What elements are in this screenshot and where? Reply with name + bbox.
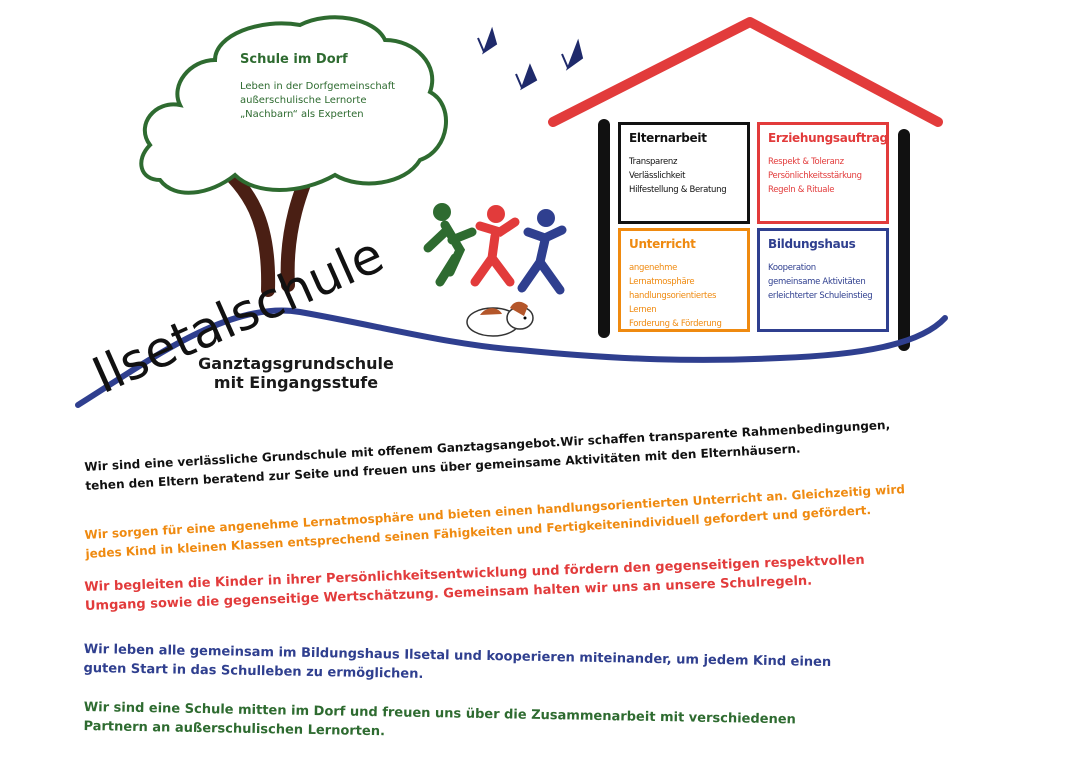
box-title: Bildungshaus xyxy=(768,237,856,251)
dog-illustration xyxy=(466,301,534,337)
school-subtitle: Ganztagsgrundschule mit Eingangsstufe xyxy=(176,354,416,392)
blue-wave xyxy=(75,307,948,408)
children-figures xyxy=(423,203,567,295)
box-title: Unterricht xyxy=(629,237,696,251)
tree-line: Leben in der Dorfgemeinschaft xyxy=(240,81,396,92)
box-line: erleichterter Schuleinstieg xyxy=(768,291,873,301)
tree-line: „Nachbarn“ als Experten xyxy=(240,109,364,120)
school-subtitle-line1: Ganztagsgrundschule xyxy=(198,354,394,373)
box-line: Regeln & Rituale xyxy=(768,185,835,195)
bird-icon xyxy=(561,38,584,71)
tree-text: Leben in der Dorfgemeinschaft außerschul… xyxy=(240,80,395,122)
box-line: Respekt & Toleranz xyxy=(768,157,844,167)
box-line: Kooperation xyxy=(768,263,816,273)
box-line: handlungsorientiertes Lernen xyxy=(629,291,717,315)
box-line: Hilfestellung & Beratung xyxy=(629,185,727,195)
box-line: angenehme Lernatmosphäre xyxy=(629,263,695,287)
tree-line: außerschulische Lernorte xyxy=(240,95,367,106)
box-elternarbeit: Elternarbeit Transparenz Verlässlichkeit… xyxy=(618,122,750,224)
bird-icon xyxy=(477,26,498,55)
box-erziehungsauftrag: Erziehungsauftrag Respekt & Toleranz Per… xyxy=(757,122,889,224)
box-line: Transparenz xyxy=(629,157,678,167)
tree-title: Schule im Dorf xyxy=(240,52,348,67)
tree-crown xyxy=(139,15,448,195)
box-title: Erziehungsauftrag xyxy=(768,131,888,145)
box-unterricht: Unterricht angenehme Lernatmosphäre hand… xyxy=(618,228,750,332)
bird-icon xyxy=(515,63,538,91)
box-bildungshaus: Bildungshaus Kooperation gemeinsame Akti… xyxy=(757,228,889,332)
school-subtitle-line2: mit Eingangsstufe xyxy=(213,373,379,392)
box-line: gemeinsame Aktivitäten xyxy=(768,277,866,287)
box-title: Elternarbeit xyxy=(629,131,707,145)
house-roof xyxy=(548,17,943,127)
box-line: Forderung & Förderung xyxy=(629,319,722,329)
box-line: Persönlichkeitsstärkung xyxy=(768,171,862,181)
box-line: Verlässlichkeit xyxy=(629,171,686,181)
